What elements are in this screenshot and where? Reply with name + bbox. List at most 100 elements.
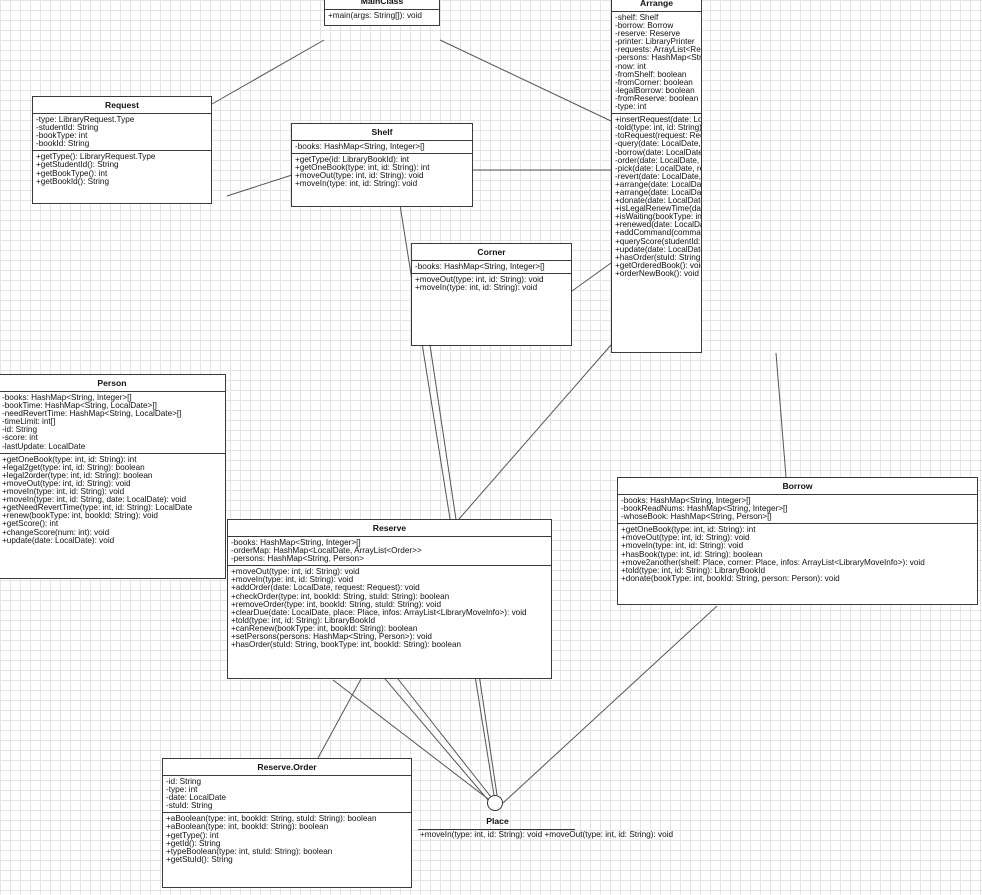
attribute: -score: int (2, 433, 38, 443)
attribute: -fromCorner: boolean (615, 77, 693, 87)
method: +orderNewBook(): void (615, 268, 699, 278)
class-arrange[interactable]: Arrange-shelf: Shelf-borrow: Borrow-rese… (611, 0, 702, 353)
method: +getType(): LibraryRequest.Type (36, 152, 156, 162)
method: +hasBook(type: int, id: String): boolean (621, 549, 763, 559)
method: +getStudentId(): String (36, 160, 119, 170)
class-mainclass[interactable]: MainClass+main(args: String[]): void (324, 0, 440, 26)
method: +legal2get(type: int, id: String): boole… (2, 462, 145, 472)
place-divider (418, 829, 575, 830)
attribute: -bookTime: HashMap<String, LocalDate>[] (2, 401, 157, 411)
method: +insertRequest(date: LocalDate, request:… (615, 115, 702, 125)
attribute: -studentId: String (36, 123, 99, 133)
association-line (397, 678, 492, 798)
method: +donate(bookType: int, bookId: String, p… (621, 573, 840, 583)
class-methods: +moveOut(type: int, id: String): void+mo… (228, 565, 551, 651)
attribute: -whoseBook: HashMap<String, Person>[] (621, 512, 772, 522)
method: +clearDue(date: LocalDate, place: Place,… (231, 607, 527, 617)
attribute: -requests: ArrayList<Request> (615, 45, 701, 55)
place-interface-icon[interactable] (487, 795, 503, 811)
attribute: -id: String (166, 777, 202, 786)
attribute: -stuId: String (166, 801, 213, 811)
place-title: Place (486, 816, 509, 826)
class-borrow[interactable]: Borrow-books: HashMap<String, Integer>[]… (617, 477, 978, 605)
class-attributes: -id: String-type: int-date: LocalDate-st… (163, 776, 411, 812)
method: +moveIn(type: int, id: String): void (2, 487, 125, 497)
method: +update(date: LocalDate): void (2, 535, 115, 545)
attribute: -books: HashMap<String, Integer>[] (231, 538, 361, 547)
method: +getOrderedBook(): void (615, 260, 702, 270)
method: +getBookType(): int (36, 168, 108, 178)
class-methods: +getOneBook(type: int, id: String): int+… (618, 523, 977, 585)
method: -revert(date: LocalDate, request: Reques… (615, 171, 702, 181)
class-reserve[interactable]: Reserve-books: HashMap<String, Integer>[… (227, 519, 552, 679)
method: +moveIn(type: int, id: String): void (295, 179, 418, 189)
method: +getStuId(): String (166, 854, 233, 864)
class-attributes: -books: HashMap<String, Integer>[] (412, 261, 571, 273)
class-methods: +insertRequest(date: LocalDate, request:… (612, 113, 701, 280)
class-title: Reserve (228, 520, 551, 537)
attribute: -lastUpdate: LocalDate (2, 441, 86, 451)
place-method: +moveOut(type: int, id: String): void (544, 830, 674, 839)
method: +arrange(date: LocalDate): void (615, 179, 702, 189)
class-title: Corner (412, 244, 571, 261)
class-corner[interactable]: Corner-books: HashMap<String, Integer>[]… (411, 243, 572, 346)
method: +typeBoolean(type: int, stuId: String): … (166, 846, 333, 856)
method: +told(type: int, id: String): LibraryBoo… (621, 565, 766, 575)
attribute: -bookType: int (36, 131, 88, 141)
method: +setPersons(persons: HashMap<String, Per… (231, 632, 432, 642)
attribute: -legalBorrow: boolean (615, 85, 695, 95)
method: +renewed(date: LocalDate, request: Reque… (615, 220, 701, 230)
class-attributes: -shelf: Shelf-borrow: Borrow-reserve: Re… (612, 12, 701, 113)
method: +getType(): int (166, 830, 219, 840)
class-shelf[interactable]: Shelf-books: HashMap<String, Integer>[]+… (291, 123, 473, 207)
place-method: +moveIn(type: int, id: String): void (420, 830, 543, 839)
class-methods: +getOneBook(type: int, id: String): int+… (0, 452, 225, 547)
method: +moveOut(type: int, id: String): void (231, 567, 360, 577)
class-title: Borrow (618, 478, 977, 495)
method: +hasOrder(stuId: String, bookType: int, … (615, 252, 702, 262)
attribute: -shelf: Shelf (615, 13, 659, 22)
method: +hasOrder(stuId: String, bookType: int, … (231, 640, 462, 650)
place-operations: +moveIn(type: int, id: String): void +mo… (420, 830, 674, 839)
class-title: Arrange (612, 0, 701, 12)
method: +arrange(date: LocalDate, type: int): vo… (615, 187, 702, 197)
method: +moveIn(type: int, id: String): void (621, 541, 744, 551)
class-title: Request (33, 97, 211, 114)
method: +moveIn(type: int, id: String): void (231, 575, 354, 585)
method: +getOneBook(type: int, id: String): int (295, 163, 430, 173)
method: +canRenew(bookType: int, bookId: String)… (231, 623, 418, 633)
association-line (458, 344, 612, 520)
class-reserve-order[interactable]: Reserve.Order-id: String-type: int-date:… (162, 758, 412, 888)
method: +moveOut(type: int, id: String): void (2, 478, 131, 488)
method: +moveOut(type: int, id: String): void (295, 171, 424, 181)
method: +isWaiting(bookType: int, bookId: String… (615, 212, 702, 222)
method: -query(date: LocalDate, request: Request… (615, 139, 701, 149)
method: +update(date: LocalDate): void (615, 244, 701, 254)
class-request[interactable]: Request-type: LibraryRequest.Type-studen… (32, 96, 212, 204)
class-methods: +getType(): LibraryRequest.Type+getStude… (33, 150, 211, 187)
class-attributes: -books: HashMap<String, Integer>[]-bookT… (0, 392, 225, 453)
method: -borrow(date: LocalDate, request: Reques… (615, 147, 702, 157)
class-methods: +getType(id: LibraryBookId): int+getOneB… (292, 153, 472, 190)
method: +changeScore(num: int): void (2, 527, 110, 537)
attribute: -bookReadNums: HashMap<String, Integer>[… (621, 504, 788, 514)
attribute: -borrow: Borrow (615, 21, 674, 31)
attribute: -books: HashMap<String, Integer>[] (415, 262, 545, 271)
method: +moveOut(type: int, id: String): void (621, 533, 750, 543)
method: +donate(date: LocalDate, request: Reques… (615, 196, 701, 206)
attribute: -reserve: Reserve (615, 29, 681, 39)
method: +told(type: int, id: String): LibraryBoo… (231, 615, 376, 625)
method: +main(args: String[]): void (328, 11, 422, 20)
attribute: -books: HashMap<String, Integer>[] (621, 496, 751, 505)
association-line (211, 39, 325, 105)
association-line (502, 605, 718, 804)
class-person[interactable]: Person-books: HashMap<String, Integer>[]… (0, 374, 226, 579)
method: +getBookId(): String (36, 176, 110, 186)
association-line (439, 39, 612, 122)
method: +moveOut(type: int, id: String): void (415, 275, 544, 285)
attribute: -persons: HashMap<String, Person> (615, 53, 702, 63)
attribute: -type: LibraryRequest.Type (36, 115, 135, 124)
attribute: -type: int (166, 785, 198, 795)
attribute: -orderMap: HashMap<LocalDate, ArrayList<… (231, 546, 422, 556)
method: +addOrder(date: LocalDate, request: Requ… (231, 583, 420, 593)
